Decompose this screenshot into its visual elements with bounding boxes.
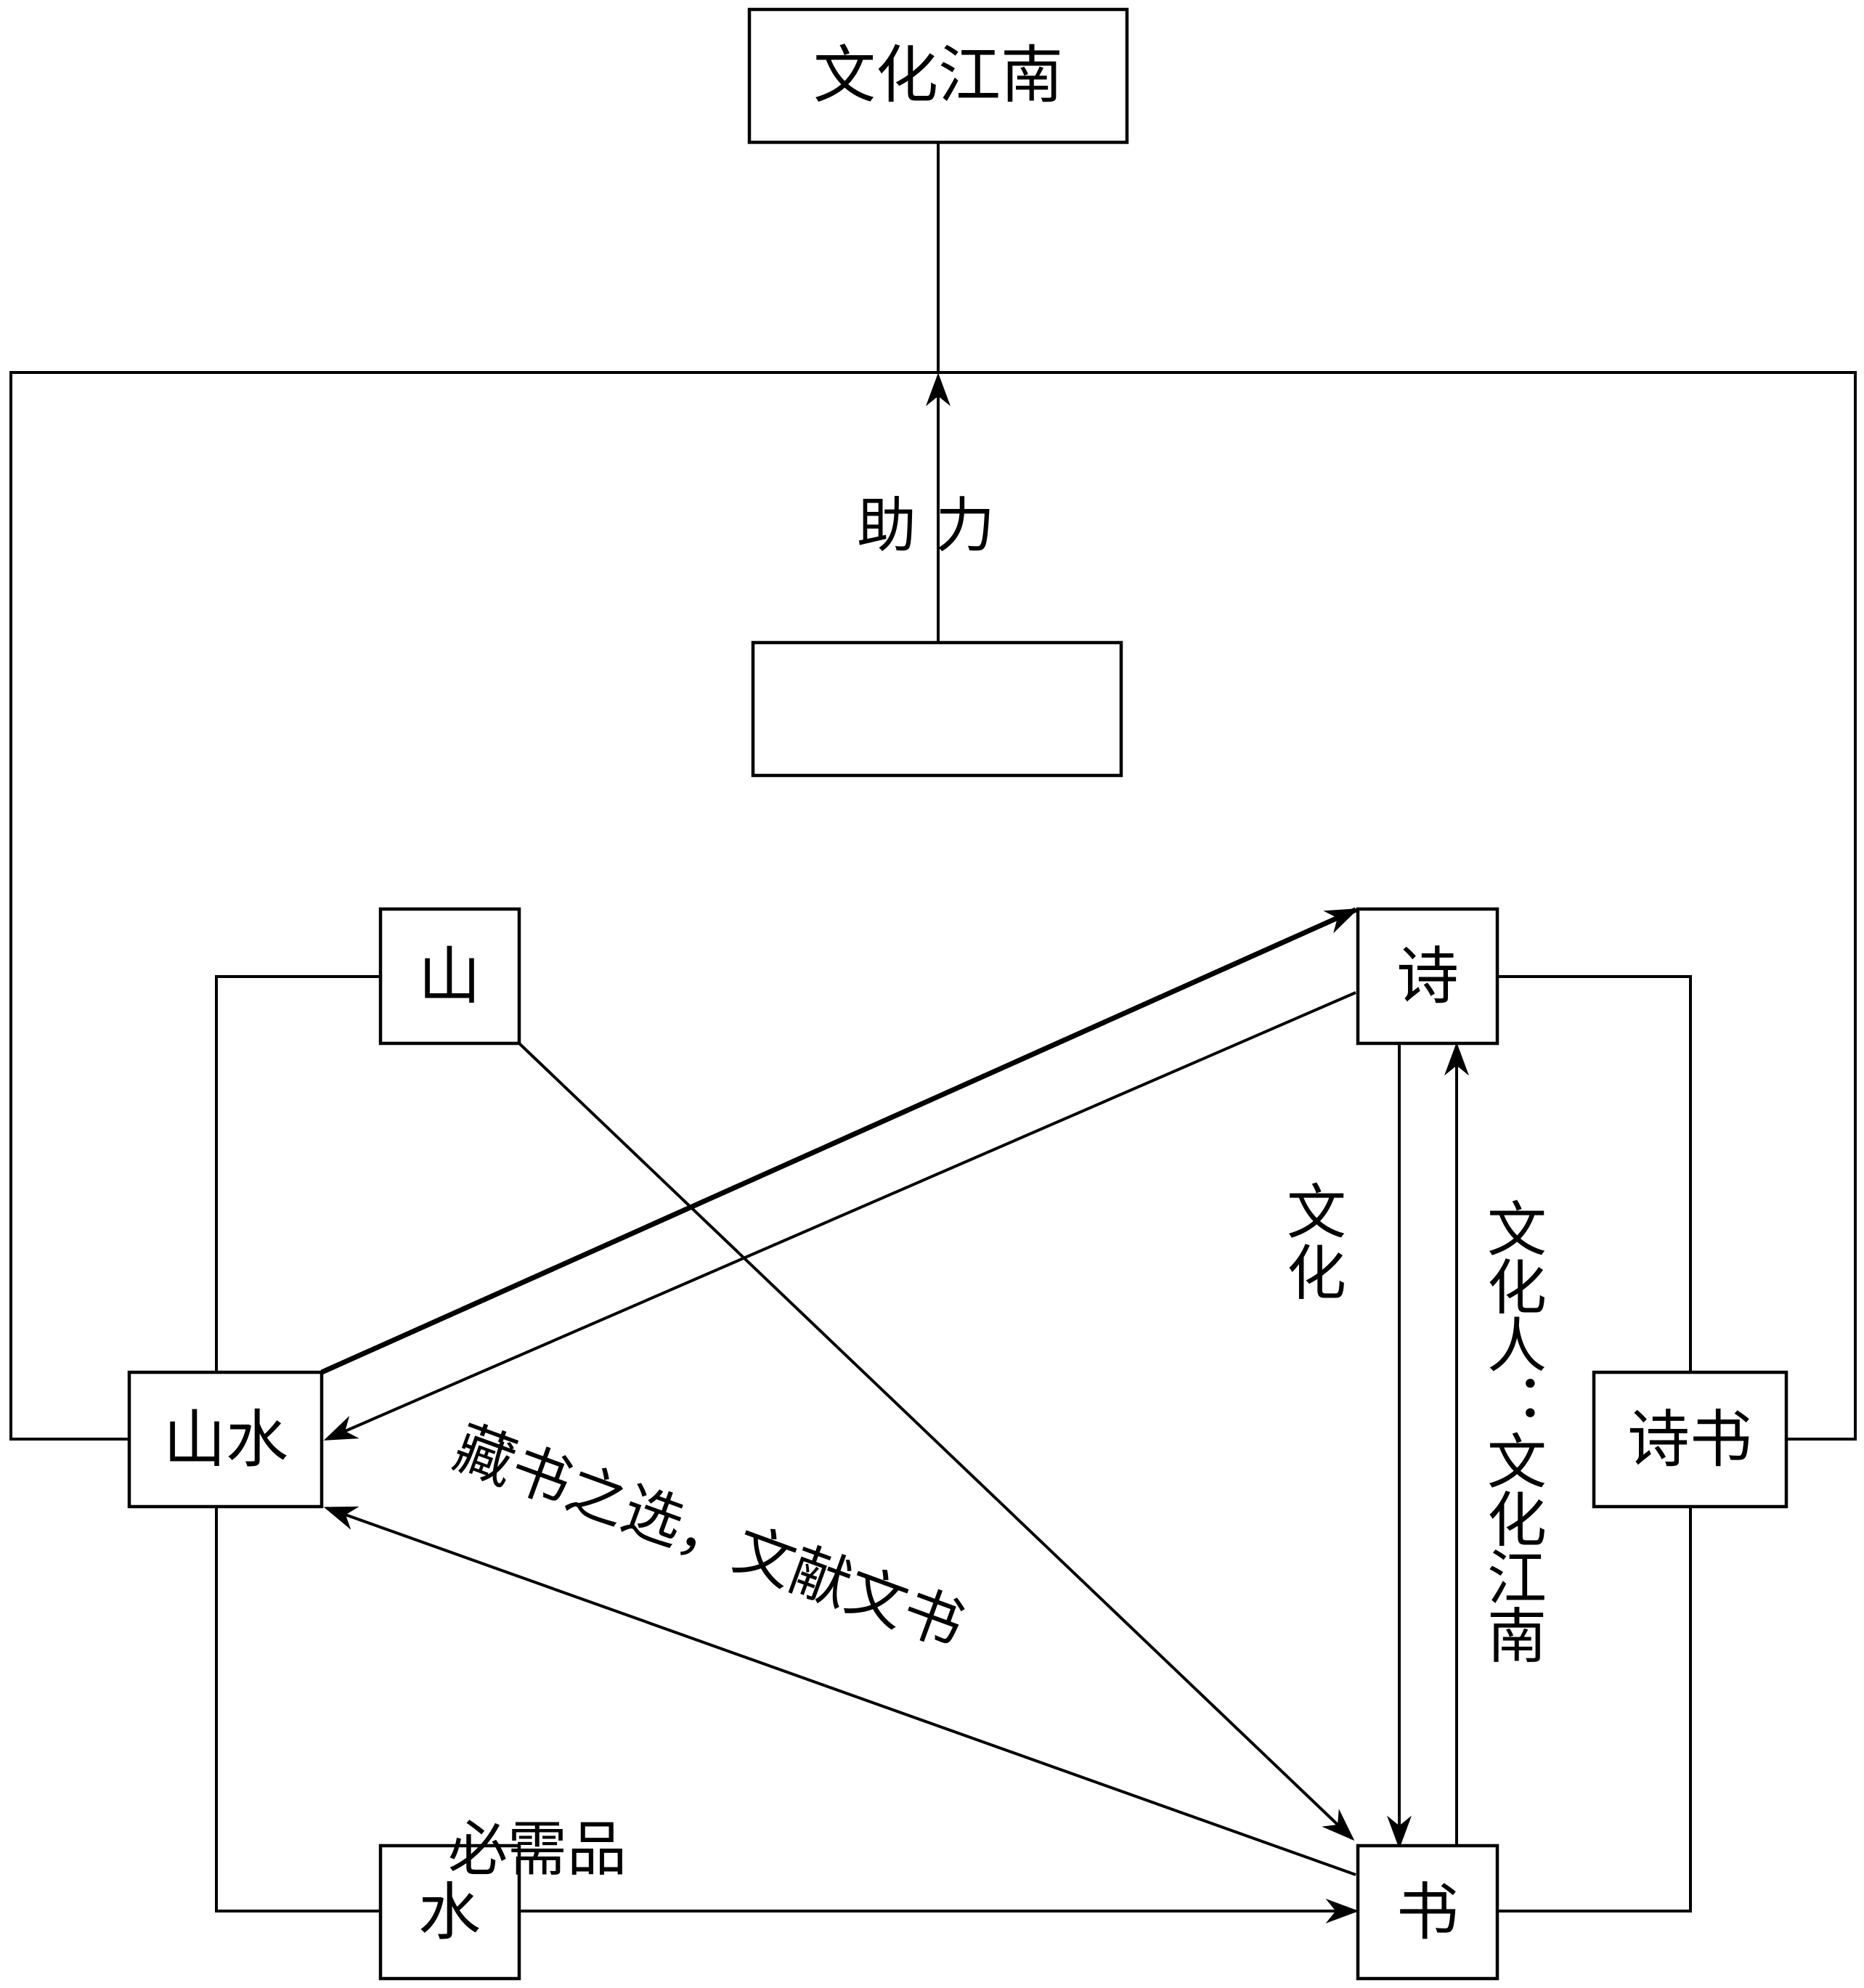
- node-shishu-label: 诗书: [1627, 1404, 1752, 1476]
- node-shanshui: 山水: [127, 1370, 324, 1509]
- outer-frame-line: [9, 371, 1857, 1441]
- node-top: 文化江南: [747, 7, 1129, 144]
- label-bixupin: 必需品: [448, 1815, 627, 1884]
- label-wenhua: 文化: [1277, 1181, 1346, 1303]
- node-shanshui-label: 山水: [163, 1404, 288, 1476]
- node-shi-label: 诗: [1396, 940, 1459, 1013]
- node-shui: 水: [378, 1844, 521, 1981]
- node-shi: 诗: [1356, 907, 1499, 1046]
- arrow-shi-to-shanshui: [323, 991, 1356, 1441]
- node-shishu: 诗书: [1592, 1370, 1788, 1509]
- node-shu: 书: [1356, 1844, 1499, 1981]
- label-wenhuaren: 文化人：文化江南: [1477, 1198, 1546, 1663]
- node-shu-label: 书: [1396, 1876, 1459, 1949]
- arrow-shu-to-shanshui: [323, 1506, 1356, 1876]
- connector-shan-shanshui: [215, 975, 380, 1374]
- node-shan-label: 山: [418, 940, 481, 1013]
- connector-shishu-shu: [1497, 1508, 1692, 1912]
- arrow-shanshui-to-shi: [320, 907, 1359, 1375]
- label-zhuli: 助 力: [857, 492, 995, 561]
- node-shan: 山: [378, 907, 521, 1046]
- node-top-label: 文化江南: [813, 39, 1063, 112]
- connector-shi-shishu: [1497, 975, 1692, 1374]
- arrow-shan-to-shu: [518, 1042, 1355, 1841]
- node-shui-label: 水: [418, 1876, 481, 1949]
- label-cangshu: 藏书之选，文献文书: [445, 1414, 972, 1662]
- connector-shanshui-shui: [215, 1508, 380, 1912]
- node-middle: [751, 640, 1123, 778]
